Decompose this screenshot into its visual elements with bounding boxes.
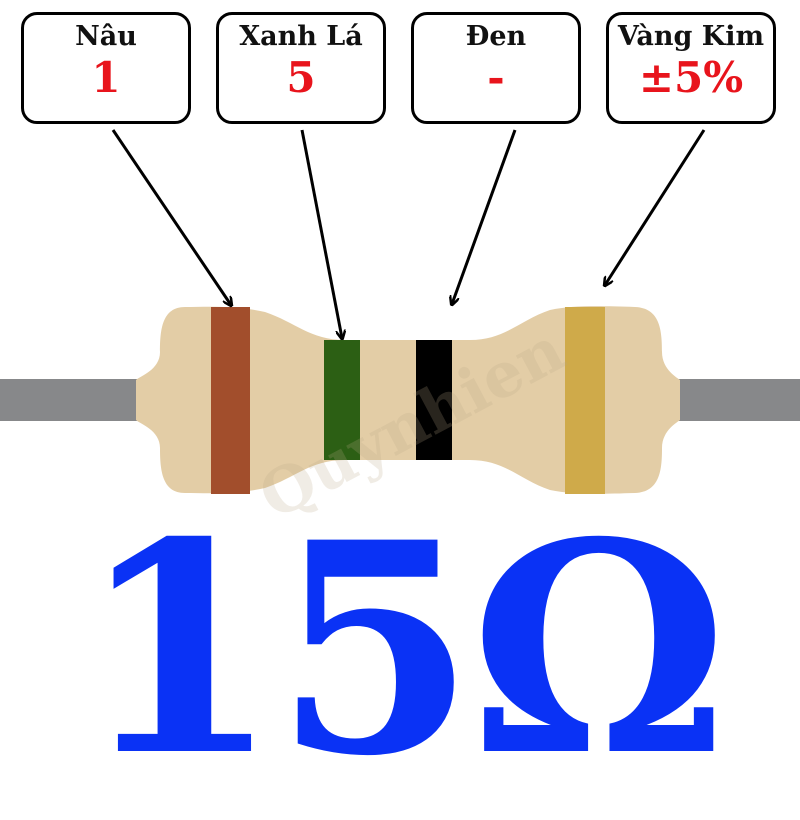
right-lead-wire (668, 379, 800, 421)
left-lead-wire (0, 379, 140, 421)
band-green (324, 340, 360, 460)
band-value-4: ±5% (638, 53, 744, 102)
band-label-box-2: Xanh Lá 5 (216, 12, 386, 124)
band-brown (211, 307, 250, 494)
band-label-box-4: Vàng Kim ±5% (606, 12, 776, 124)
band-value-2: 5 (286, 53, 316, 102)
arrow-black (452, 129, 517, 304)
band-value-1: 1 (91, 53, 121, 102)
resistor-body (136, 306, 680, 494)
band-gold (565, 307, 605, 494)
band-black (416, 340, 452, 460)
resistor-diagram: Quynhien (0, 129, 800, 534)
band-name-4: Vàng Kim (617, 21, 765, 52)
arrow-gold (605, 129, 706, 285)
band-name-1: Nâu (75, 21, 137, 52)
resistance-value: 15Ω (78, 480, 728, 820)
band-label-box-1: Nâu 1 (21, 12, 191, 124)
band-value-3: - (487, 53, 505, 102)
arrow-green (300, 129, 342, 338)
band-name-3: Đen (465, 21, 527, 52)
arrow-brown (111, 129, 231, 305)
band-name-2: Xanh Lá (239, 21, 363, 52)
band-label-box-3: Đen - (411, 12, 581, 124)
